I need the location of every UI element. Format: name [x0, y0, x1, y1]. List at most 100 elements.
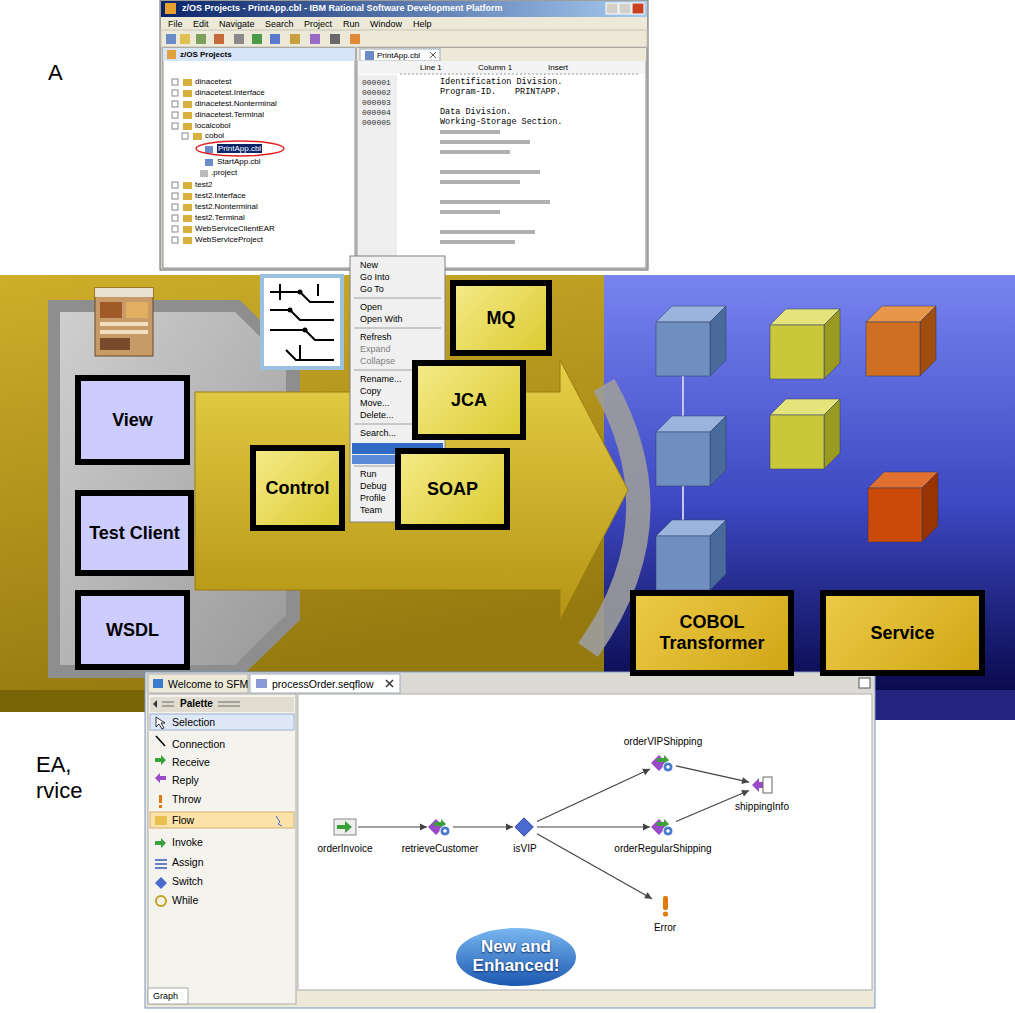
- activity-icon-part: [663, 762, 673, 772]
- cube-part: [770, 325, 824, 379]
- connector-line: [676, 766, 749, 782]
- editor-screenshot-part: [153, 700, 157, 708]
- flow-activity: retrieveCustomer: [428, 816, 452, 838]
- ide-screenshot-part: [290, 34, 300, 44]
- ide-screenshot-part: [357, 48, 646, 61]
- activity-label: Error: [652, 922, 678, 934]
- palette-item: Throw: [172, 793, 201, 805]
- ide-screenshot-part-part: [205, 146, 213, 153]
- menu-item: Search: [265, 19, 294, 29]
- flow-activity: orderInvoice: [333, 816, 357, 838]
- cube-part: [710, 520, 726, 590]
- tree-item: test2.Terminal: [195, 213, 245, 222]
- component-box: SOAP: [395, 448, 510, 530]
- cube-part: [710, 306, 726, 376]
- tab-label: PrintApp.cbl: [377, 51, 420, 60]
- code-line: Data Division.: [440, 108, 511, 118]
- ide-screenshot-part: [163, 48, 355, 61]
- component-box: MQ: [450, 280, 552, 356]
- ide-screenshot-part-part: [172, 215, 178, 221]
- context-menu-item: Debug: [360, 481, 387, 491]
- ide-screenshot-part: [214, 34, 224, 44]
- flow-connector: [453, 824, 513, 831]
- connector-line: [537, 826, 650, 827]
- context-menu-item: Go Into: [360, 272, 390, 282]
- code-line: 000005: [362, 118, 391, 127]
- circuit-icon-part: [298, 290, 303, 295]
- palette-icon-part: [159, 805, 162, 808]
- tree-item: dinacetest: [195, 77, 231, 86]
- tree-item: .project: [211, 168, 237, 177]
- ide-screenshot-part-part: [440, 200, 550, 204]
- component-box: JCA: [412, 360, 526, 440]
- ide-screenshot-part-part: [172, 204, 178, 210]
- context-menu-item: Rename...: [360, 374, 402, 384]
- editor-screenshot-part: [256, 679, 267, 688]
- ide-screenshot-part-part: [440, 210, 500, 214]
- ide-screenshot-part: [167, 50, 176, 59]
- context-menu-item: Copy: [360, 386, 381, 396]
- activity-icon: [651, 816, 675, 838]
- palette-icon-part: [156, 896, 166, 906]
- editor-screenshot-part: [276, 816, 282, 826]
- cube-part: [920, 306, 936, 376]
- activity-icon-part: [334, 819, 356, 835]
- slide-text: Insert: [548, 63, 568, 72]
- activity-icon-part: [663, 826, 673, 836]
- arrowhead: [741, 777, 749, 784]
- editor-screenshot-part: [150, 697, 294, 712]
- badge-text: New and Enhanced!: [453, 938, 579, 975]
- circuit-icon-part: [303, 328, 308, 333]
- window-title: z/OS Projects - PrintApp.cbl - IBM Ratio…: [182, 3, 503, 13]
- ide-screenshot-part-part: [172, 79, 178, 85]
- context-menu-item: Refresh: [360, 332, 392, 342]
- tree-item: dinacetest.Interface: [195, 88, 265, 97]
- ide-screenshot-part-part: [440, 240, 515, 244]
- code-line: PRINTAPP.: [515, 88, 561, 98]
- ide-screenshot-part-part: [183, 112, 192, 119]
- web-thumbnail-part: [126, 302, 148, 318]
- palette-icon-part: [155, 860, 167, 868]
- ide-screenshot-part-part: [183, 226, 192, 233]
- context-menu-item: Delete...: [360, 410, 394, 420]
- tree-item: WebServiceProject: [195, 235, 263, 244]
- ide-screenshot-part-part: [183, 79, 192, 86]
- cube-part: [868, 488, 922, 542]
- flow-connector: [676, 766, 749, 784]
- ide-screenshot-part-part: [183, 101, 192, 108]
- web-thumbnail-part: [100, 322, 148, 326]
- ide-screenshot-part: [160, 0, 648, 270]
- activity-icon: [653, 895, 677, 917]
- activity-icon-part: [515, 818, 533, 836]
- editor-screenshot-part: [148, 674, 248, 693]
- ide-screenshot-part: [430, 52, 436, 58]
- tab-label: Welcome to SFM: [168, 678, 248, 690]
- ide-screenshot-part-part: [172, 90, 178, 96]
- tree-item: StartApp.cbl: [217, 157, 261, 166]
- ide-screenshot-part-part: [172, 193, 178, 199]
- activity-icon-part: [663, 896, 668, 910]
- editor-screenshot: [145, 672, 875, 1008]
- ide-screenshot-part: [619, 3, 631, 14]
- ide-screenshot-part: [350, 34, 360, 44]
- activity-icon-part: [666, 765, 670, 769]
- context-menu-item: Go To: [360, 284, 384, 294]
- tree-item: localcobol: [195, 121, 231, 130]
- connector-line: [453, 826, 513, 827]
- component-box: WSDL: [75, 590, 190, 670]
- ide-screenshot-part-part: [440, 150, 510, 154]
- menu-item: Window: [370, 19, 402, 29]
- activity-icon-part: [337, 821, 352, 833]
- context-menu-item: Open With: [360, 314, 403, 324]
- activity-icon: [514, 816, 536, 838]
- ide-screenshot-part: [180, 34, 190, 44]
- circuit-icon-part: [288, 308, 293, 313]
- component-box: Control: [250, 445, 345, 531]
- code-line: 000004: [362, 108, 391, 117]
- palette-item: Palette: [180, 698, 213, 710]
- ide-screenshot-part-part: [182, 133, 188, 139]
- component-box: Service: [820, 590, 985, 676]
- box-label: View: [112, 410, 153, 431]
- ide-screenshot-part: [357, 48, 646, 268]
- slide-text: A: [48, 60, 63, 85]
